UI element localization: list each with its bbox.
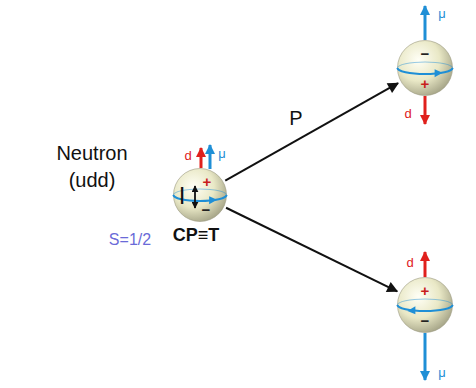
isospin-label: I	[179, 184, 186, 208]
double-arrow	[194, 186, 196, 208]
charge-sign: −	[421, 313, 430, 328]
equator-front	[398, 68, 453, 74]
magnetic-moment-arrow	[424, 333, 427, 380]
charge-sign: −	[202, 202, 211, 217]
particle-sphere: +−	[397, 277, 453, 333]
charge-sign: −	[421, 46, 430, 61]
spin-label: S=1/2	[109, 232, 151, 248]
transformation-label: P	[287, 107, 304, 129]
particle-sphere: −+	[397, 40, 453, 96]
sphere-body	[174, 169, 227, 222]
moment-label: μ	[218, 147, 226, 160]
sphere-body	[398, 278, 453, 333]
equator-back	[398, 62, 453, 68]
rotation-arrowhead	[435, 69, 443, 77]
quark-spin-arrow	[424, 96, 427, 124]
transformation-arrow	[226, 208, 397, 292]
transformation-label: CP≡T	[171, 226, 222, 246]
quark-label: d	[184, 149, 191, 162]
charge-sign: +	[203, 174, 212, 189]
rotation-arrowhead	[407, 306, 415, 314]
quark-label: d	[404, 107, 411, 120]
moment-label: μ	[438, 366, 446, 379]
charge-sign: +	[421, 76, 430, 91]
magnetic-moment-arrow	[424, 6, 427, 40]
quark-label: d	[406, 256, 413, 269]
quark-spin-arrow	[424, 252, 427, 277]
moment-label: μ	[438, 7, 446, 20]
particle-name: Neutron (udd)	[42, 140, 142, 194]
charge-sign: +	[421, 283, 430, 298]
transformation-arrow	[225, 83, 398, 181]
equator-back	[398, 299, 453, 305]
quark-spin-arrow	[200, 148, 203, 168]
equator-front	[398, 305, 453, 311]
magnetic-moment-arrow	[209, 145, 212, 169]
sphere-body	[398, 41, 453, 96]
